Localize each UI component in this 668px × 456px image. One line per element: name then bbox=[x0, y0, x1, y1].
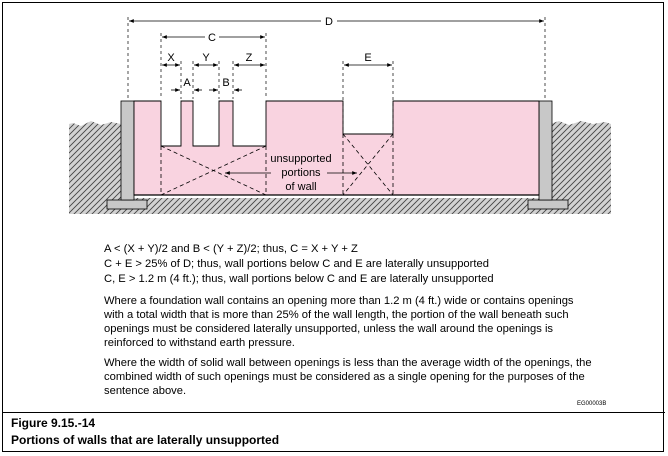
label-y: Y bbox=[202, 52, 210, 64]
label-e: E bbox=[364, 52, 371, 64]
note-paragraph-1: Where a foundation wall contains an open… bbox=[104, 295, 574, 349]
side-wall-right bbox=[538, 100, 553, 201]
label-x: X bbox=[167, 52, 175, 64]
unsupported-region-e bbox=[342, 133, 394, 196]
label-c: C bbox=[208, 32, 216, 44]
ground-right bbox=[550, 121, 611, 214]
wall-diagram: D C X Y Z E A B unsupported portions of … bbox=[69, 16, 611, 214]
unsupported-label-line2: portions bbox=[281, 167, 321, 179]
label-z: Z bbox=[246, 52, 253, 64]
label-d: D bbox=[325, 16, 333, 28]
unsupported-label-line3: of wall bbox=[285, 181, 316, 193]
note-paragraph-2: Where the width of solid wall between op… bbox=[104, 357, 592, 397]
note-line-1: A < (X + Y)/2 and B < (Y + Z)/2; thus, C… bbox=[104, 243, 358, 255]
ground-left bbox=[69, 121, 121, 214]
label-a: A bbox=[183, 77, 191, 89]
foundation-wall bbox=[133, 100, 540, 196]
note-line-2: C + E > 25% of D; thus, wall portions be… bbox=[104, 258, 489, 270]
note-line-3: C, E > 1.2 m (4 ft.); thus, wall portion… bbox=[104, 273, 494, 285]
ground-below-floor bbox=[69, 198, 611, 214]
unsupported-region-c bbox=[160, 145, 267, 196]
label-b: B bbox=[222, 77, 229, 89]
figure-frame: D C X Y Z E A B unsupported portions of … bbox=[2, 2, 665, 452]
footing-left bbox=[106, 199, 148, 210]
figure-title: Portions of walls that are laterally uns… bbox=[11, 433, 280, 447]
side-wall-left bbox=[120, 100, 135, 201]
unsupported-label-line1: unsupported bbox=[270, 153, 331, 165]
figure-number: Figure 9.15.-14 bbox=[11, 416, 96, 430]
caption-divider bbox=[3, 412, 665, 413]
image-code: EG00003B bbox=[577, 401, 607, 407]
footing-right bbox=[527, 199, 569, 210]
